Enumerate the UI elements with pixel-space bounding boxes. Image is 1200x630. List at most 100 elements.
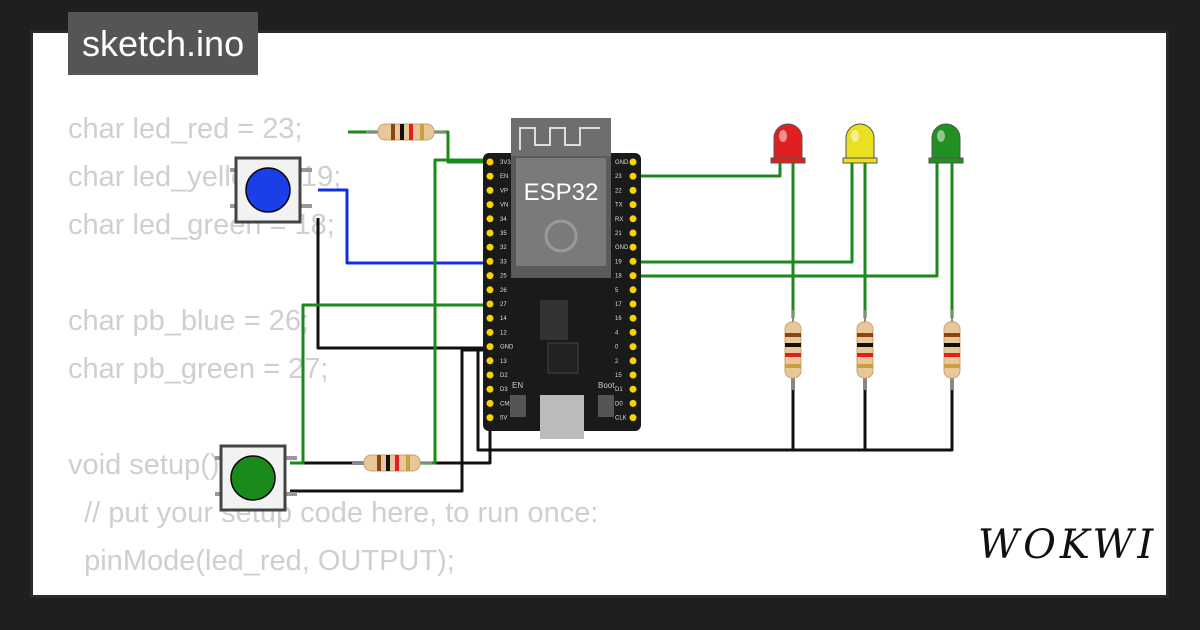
- pin-left: [486, 272, 494, 280]
- resistor-led-red: [784, 310, 802, 390]
- pin-left: [486, 414, 494, 422]
- pin-right: [629, 399, 637, 407]
- pin-label-left: D3: [500, 387, 508, 393]
- pin-left: [486, 201, 494, 209]
- boot-button: [598, 395, 614, 417]
- pin-right: [629, 328, 637, 336]
- pin-label-right: RX: [615, 217, 623, 223]
- pin-left: [486, 286, 494, 294]
- pin-label-right: 16: [615, 316, 622, 322]
- pin-left: [486, 328, 494, 336]
- resistor-blue: [366, 123, 446, 141]
- pin-right: [629, 357, 637, 365]
- pin-label-left: 13: [500, 359, 507, 365]
- pin-label-right: 0: [615, 345, 619, 351]
- pin-left: [486, 243, 494, 251]
- led-red: [770, 123, 806, 164]
- pin-label-left: VP: [500, 188, 508, 194]
- pin-label-left: CMD: [500, 401, 514, 407]
- boot-label: Boot: [598, 381, 615, 390]
- pin-right: [629, 414, 637, 422]
- pin-label-right: CLK: [615, 416, 627, 422]
- pin-right: [629, 257, 637, 265]
- pin-label-right: 18: [615, 274, 622, 280]
- pin-right: [629, 229, 637, 237]
- pin-label-left: 5V: [500, 416, 507, 422]
- pin-right: [629, 371, 637, 379]
- espressif-logo-icon: [544, 219, 578, 253]
- wire-pb-blue-gnd: [316, 218, 490, 350]
- pin-label-left: 32: [500, 245, 507, 251]
- pin-left: [486, 158, 494, 166]
- led-yellow: [842, 123, 878, 164]
- wire-gnd-red: [476, 350, 795, 452]
- pin-label-right: 23: [615, 174, 622, 180]
- pin-label-right: 19: [615, 259, 622, 265]
- code-line: char pb_blue = 26;: [68, 305, 310, 337]
- pin-label-left: GND: [500, 345, 514, 351]
- pushbutton-green: [215, 444, 297, 512]
- resistor-led-green: [943, 310, 961, 390]
- pin-label-right: D0: [615, 401, 623, 407]
- board-label: ESP32: [524, 179, 599, 206]
- pin-label-right: 2: [615, 359, 619, 365]
- pin-label-left: 14: [500, 316, 507, 322]
- canvas-card: char led_red = 23;char led_yellow = 19;c…: [33, 33, 1166, 595]
- pin-label-left: 3V3: [500, 160, 511, 166]
- pin-left: [486, 186, 494, 194]
- pin-right: [629, 343, 637, 351]
- wire-led-red: [632, 160, 782, 178]
- chip: [547, 342, 579, 374]
- pin-label-right: TX: [615, 203, 623, 209]
- wokwi-logo: WOKWI: [978, 522, 1158, 568]
- resistor-green: [352, 454, 432, 472]
- wire-pb-green-gnd-unused: [290, 348, 492, 465]
- wire-gnd-green: [793, 378, 954, 452]
- wire-led-yellow: [632, 160, 854, 264]
- pin-right: [629, 186, 637, 194]
- pin-left: [486, 257, 494, 265]
- usb-port: [540, 395, 584, 439]
- pin-label-left: EN: [500, 174, 508, 180]
- pin-label-right: 4: [615, 330, 619, 336]
- pin-right: [629, 385, 637, 393]
- pin-label-left: D2: [500, 373, 508, 379]
- wire-pb-blue: [318, 188, 490, 265]
- pin-right: [629, 243, 637, 251]
- pin-right: [629, 158, 637, 166]
- pin-left: [486, 300, 494, 308]
- pin-left: [486, 385, 494, 393]
- pin-right: [629, 172, 637, 180]
- pin-label-right: 21: [615, 231, 622, 237]
- pin-right: [629, 201, 637, 209]
- pin-label-right: 17: [615, 302, 622, 308]
- pin-label-right: D1: [615, 387, 623, 393]
- pushbutton-blue: [230, 156, 312, 224]
- pin-right: [629, 300, 637, 308]
- wire-pb-green: [290, 303, 490, 465]
- pin-label-left: 35: [500, 231, 507, 237]
- pin-label-left: 12: [500, 330, 507, 336]
- led-green: [928, 123, 964, 164]
- pin-left: [486, 399, 494, 407]
- pin-left: [486, 343, 494, 351]
- wire-led-green: [632, 160, 939, 278]
- pin-right: [629, 314, 637, 322]
- pin-left: [486, 314, 494, 322]
- code-line: char pb_green = 27;: [68, 353, 329, 385]
- pin-label-left: 27: [500, 302, 507, 308]
- pin-label-left: 26: [500, 288, 507, 294]
- pin-label-right: 5: [615, 288, 619, 294]
- code-line: pinMode(led_red, OUTPUT);: [68, 545, 455, 577]
- pin-label-left: VN: [500, 203, 508, 209]
- pin-right: [629, 272, 637, 280]
- code-line: char led_red = 23;: [68, 113, 303, 145]
- code-background: char led_red = 23;char led_yellow = 19;c…: [68, 105, 598, 595]
- pin-label-right: GND: [615, 160, 629, 166]
- pin-left: [486, 172, 494, 180]
- en-button: [510, 395, 526, 417]
- pin-right: [629, 286, 637, 294]
- code-line: // put your setup code here, to run once…: [68, 497, 599, 529]
- pin-left: [486, 215, 494, 223]
- pin-right: [629, 215, 637, 223]
